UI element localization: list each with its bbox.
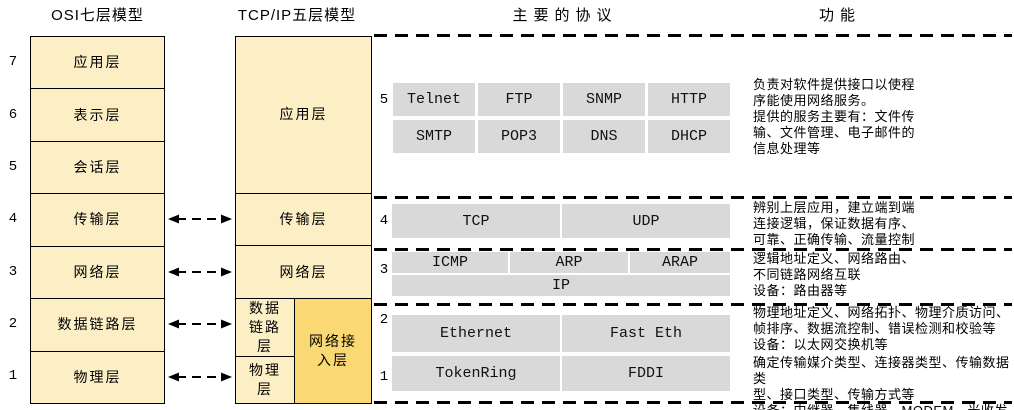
tcpip-datalink-physical-stack: 数据链路层 物理层 — [236, 299, 294, 403]
protocol-box-pop3: POP3 — [478, 120, 560, 153]
protocols-title: 主要的协议 — [512, 7, 618, 24]
osi-layer-datalink: 数据链路层 — [31, 298, 164, 350]
tcpip-layer-number-4: 4 — [379, 213, 389, 229]
osi-layer-number-1: 1 — [8, 368, 18, 384]
osi-model-title: OSI七层模型 — [51, 7, 144, 24]
function-text-network: 逻辑地址定义、网络路由、 不同链路网络互联 设备：路由器等 — [753, 251, 916, 298]
tcpip-layer-datalink: 数据链路层 — [236, 299, 294, 356]
tcpip-layer-number-1: 1 — [379, 369, 389, 385]
function-text-transport: 辨别上层应用，建立端到端 连接逻辑，保证数据有序、 可靠、正确传输、流量控制 — [753, 200, 916, 247]
dashed-separator-network — [374, 248, 1012, 251]
protocol-box-smtp: SMTP — [393, 120, 475, 153]
osi-layer-number-3: 3 — [8, 264, 18, 280]
double-arrow-icon — [168, 267, 232, 277]
functions-title: 功能 — [818, 7, 861, 24]
tcpip-layer-net-access: 网络接入层 — [294, 299, 371, 404]
osi-layer-label: 物理层 — [73, 368, 122, 385]
tcpip-layer-number-3: 3 — [379, 262, 389, 278]
osi-layer-transport: 传输层 — [31, 193, 164, 245]
osi-layer-label: 数据链路层 — [57, 316, 138, 333]
protocol-box-fast-eth: Fast Eth — [562, 315, 730, 352]
double-arrow-icon — [168, 214, 232, 224]
osi-layer-label: 传输层 — [73, 211, 122, 228]
protocol-box-telnet: Telnet — [393, 83, 475, 116]
tcpip-layer-label: 物理层 — [249, 362, 281, 398]
protocol-box-snmp: SNMP — [563, 83, 645, 116]
osi-layer-label: 表示层 — [73, 106, 122, 123]
tcpip-layer-number-5: 5 — [379, 92, 389, 108]
osi-column: 应用层 表示层 会话层 传输层 网络层 数据链路层 物理层 — [30, 36, 165, 404]
tcpip-layer-label: 网络接入层 — [309, 333, 357, 369]
tcpip-layer-label: 传输层 — [279, 211, 328, 227]
function-text-physical: 确定传输媒介类型、连接器类型、传输数据类 型、接口类型、传输方式等 设备：中继器… — [753, 355, 1010, 410]
tcpip-layer-network: 网络层 — [236, 245, 371, 298]
osi-layer-physical: 物理层 — [31, 350, 164, 403]
protocol-box-ethernet: Ethernet — [392, 315, 560, 352]
protocol-box-tokenring: TokenRing — [392, 356, 560, 391]
tcpip-bottom-section: 数据链路层 物理层 网络接入层 — [236, 298, 371, 404]
osi-layer-application: 应用层 — [31, 37, 164, 88]
protocol-box-tcp: TCP — [392, 204, 560, 238]
osi-layer-presentation: 表示层 — [31, 88, 164, 140]
tcpip-layer-label: 应用层 — [279, 106, 328, 123]
double-arrow-icon — [168, 372, 232, 382]
protocol-box-dns: DNS — [563, 120, 645, 153]
osi-layer-number-5: 5 — [8, 159, 18, 175]
osi-layer-number-7: 7 — [8, 54, 18, 70]
osi-layer-number-4: 4 — [8, 211, 18, 227]
protocol-box-ip: IP — [392, 275, 730, 296]
osi-layer-network: 网络层 — [31, 245, 164, 298]
tcpip-column: 应用层 传输层 网络层 数据链路层 物理层 网络接入层 — [235, 36, 372, 404]
protocol-box-icmp: ICMP — [392, 252, 508, 273]
tcpip-layer-physical: 物理层 — [236, 356, 294, 403]
function-text-datalink: 物理地址定义、网络拓扑、物理介质访问、 帧排序、数据流控制、错误检测和校验等 设… — [753, 305, 1010, 352]
protocol-box-dhcp: DHCP — [648, 120, 730, 153]
function-text-application: 负责对软件提供接口以使程 序能使用网络服务。 提供的服务主要有：文件传 输、文件… — [753, 77, 916, 156]
tcpip-layer-label: 网络层 — [279, 263, 328, 280]
dashed-separator-transport — [374, 196, 1012, 199]
double-arrow-icon — [168, 319, 232, 329]
protocol-box-ftp: FTP — [478, 83, 560, 116]
osi-layer-session: 会话层 — [31, 140, 164, 193]
tcpip-layer-transport: 传输层 — [236, 192, 371, 246]
protocol-box-http: HTTP — [648, 83, 730, 116]
osi-layer-label: 会话层 — [73, 159, 122, 176]
protocol-box-udp: UDP — [562, 204, 730, 238]
protocol-box-fddi: FDDI — [562, 356, 730, 391]
protocol-box-arap: ARAP — [630, 252, 730, 273]
tcpip-model-title: TCP/IP五层模型 — [237, 7, 357, 24]
protocol-box-arp: ARP — [510, 252, 628, 273]
osi-layer-number-6: 6 — [8, 107, 18, 123]
dashed-separator-top — [374, 34, 1012, 37]
tcpip-layer-label: 数据链路层 — [249, 300, 281, 355]
tcpip-layer-application: 应用层 — [236, 37, 371, 193]
tcpip-layer-number-2: 2 — [379, 312, 389, 328]
osi-layer-label: 网络层 — [73, 263, 122, 280]
osi-layer-label: 应用层 — [73, 54, 122, 71]
dashed-separator-datalink — [374, 303, 1012, 306]
dashed-separator-bottom — [374, 401, 1012, 404]
osi-layer-number-2: 2 — [8, 316, 18, 332]
